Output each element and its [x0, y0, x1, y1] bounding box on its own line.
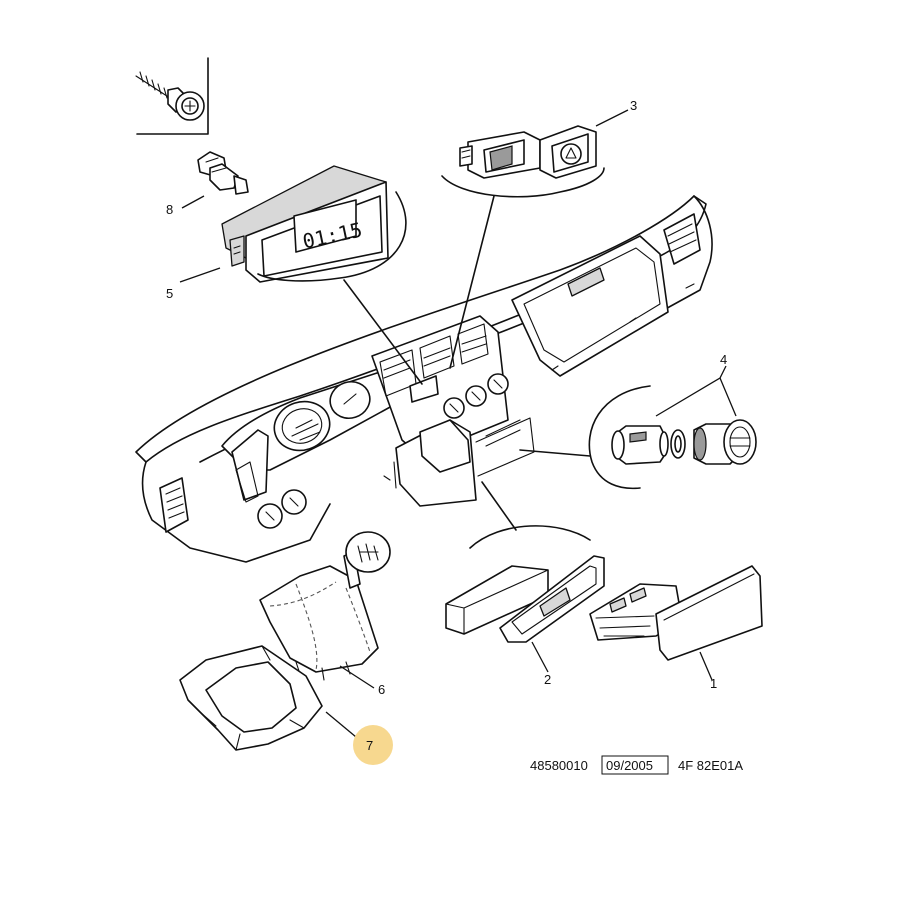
footer-ref-number: 48580010	[530, 758, 588, 773]
tray-zoom-arc	[469, 525, 591, 549]
lighter-socket	[611, 425, 686, 465]
gear-boot	[259, 531, 391, 681]
callout-7: 7	[366, 738, 373, 753]
footer-code: 4F 82E01A	[678, 758, 743, 773]
callout-4: 4	[720, 352, 727, 367]
bulb-holder-icon	[197, 151, 249, 195]
callout-7-highlight	[353, 725, 393, 765]
leader-tray	[481, 481, 517, 531]
leader-clock	[343, 279, 423, 385]
callout-3: 3	[630, 98, 637, 113]
clock-module: 01:15	[221, 165, 389, 283]
callout-6: 6	[378, 682, 385, 697]
callout-8: 8	[166, 202, 173, 217]
gaiter-frame	[179, 645, 323, 751]
glovebox-compartment	[589, 565, 763, 661]
lighter-plug	[693, 419, 757, 465]
screw-inset	[135, 57, 209, 135]
footer-date: 09/2005	[606, 758, 653, 773]
hazard-switch	[459, 125, 597, 179]
callout-5: 5	[166, 286, 173, 301]
storage-tray	[445, 555, 605, 643]
lighter-zoom-arc	[588, 385, 651, 490]
switch-zoom-arc	[441, 167, 605, 198]
screw-icon	[135, 71, 205, 121]
clock-zoom-arc	[257, 191, 407, 282]
footer-reference: 48580010 09/2005 4F 82E01A	[530, 755, 743, 775]
leader-switch	[449, 195, 495, 369]
callout-2: 2	[544, 672, 551, 687]
leader-lighter	[519, 449, 591, 457]
callout-1: 1	[710, 676, 717, 691]
dashboard	[135, 195, 713, 563]
